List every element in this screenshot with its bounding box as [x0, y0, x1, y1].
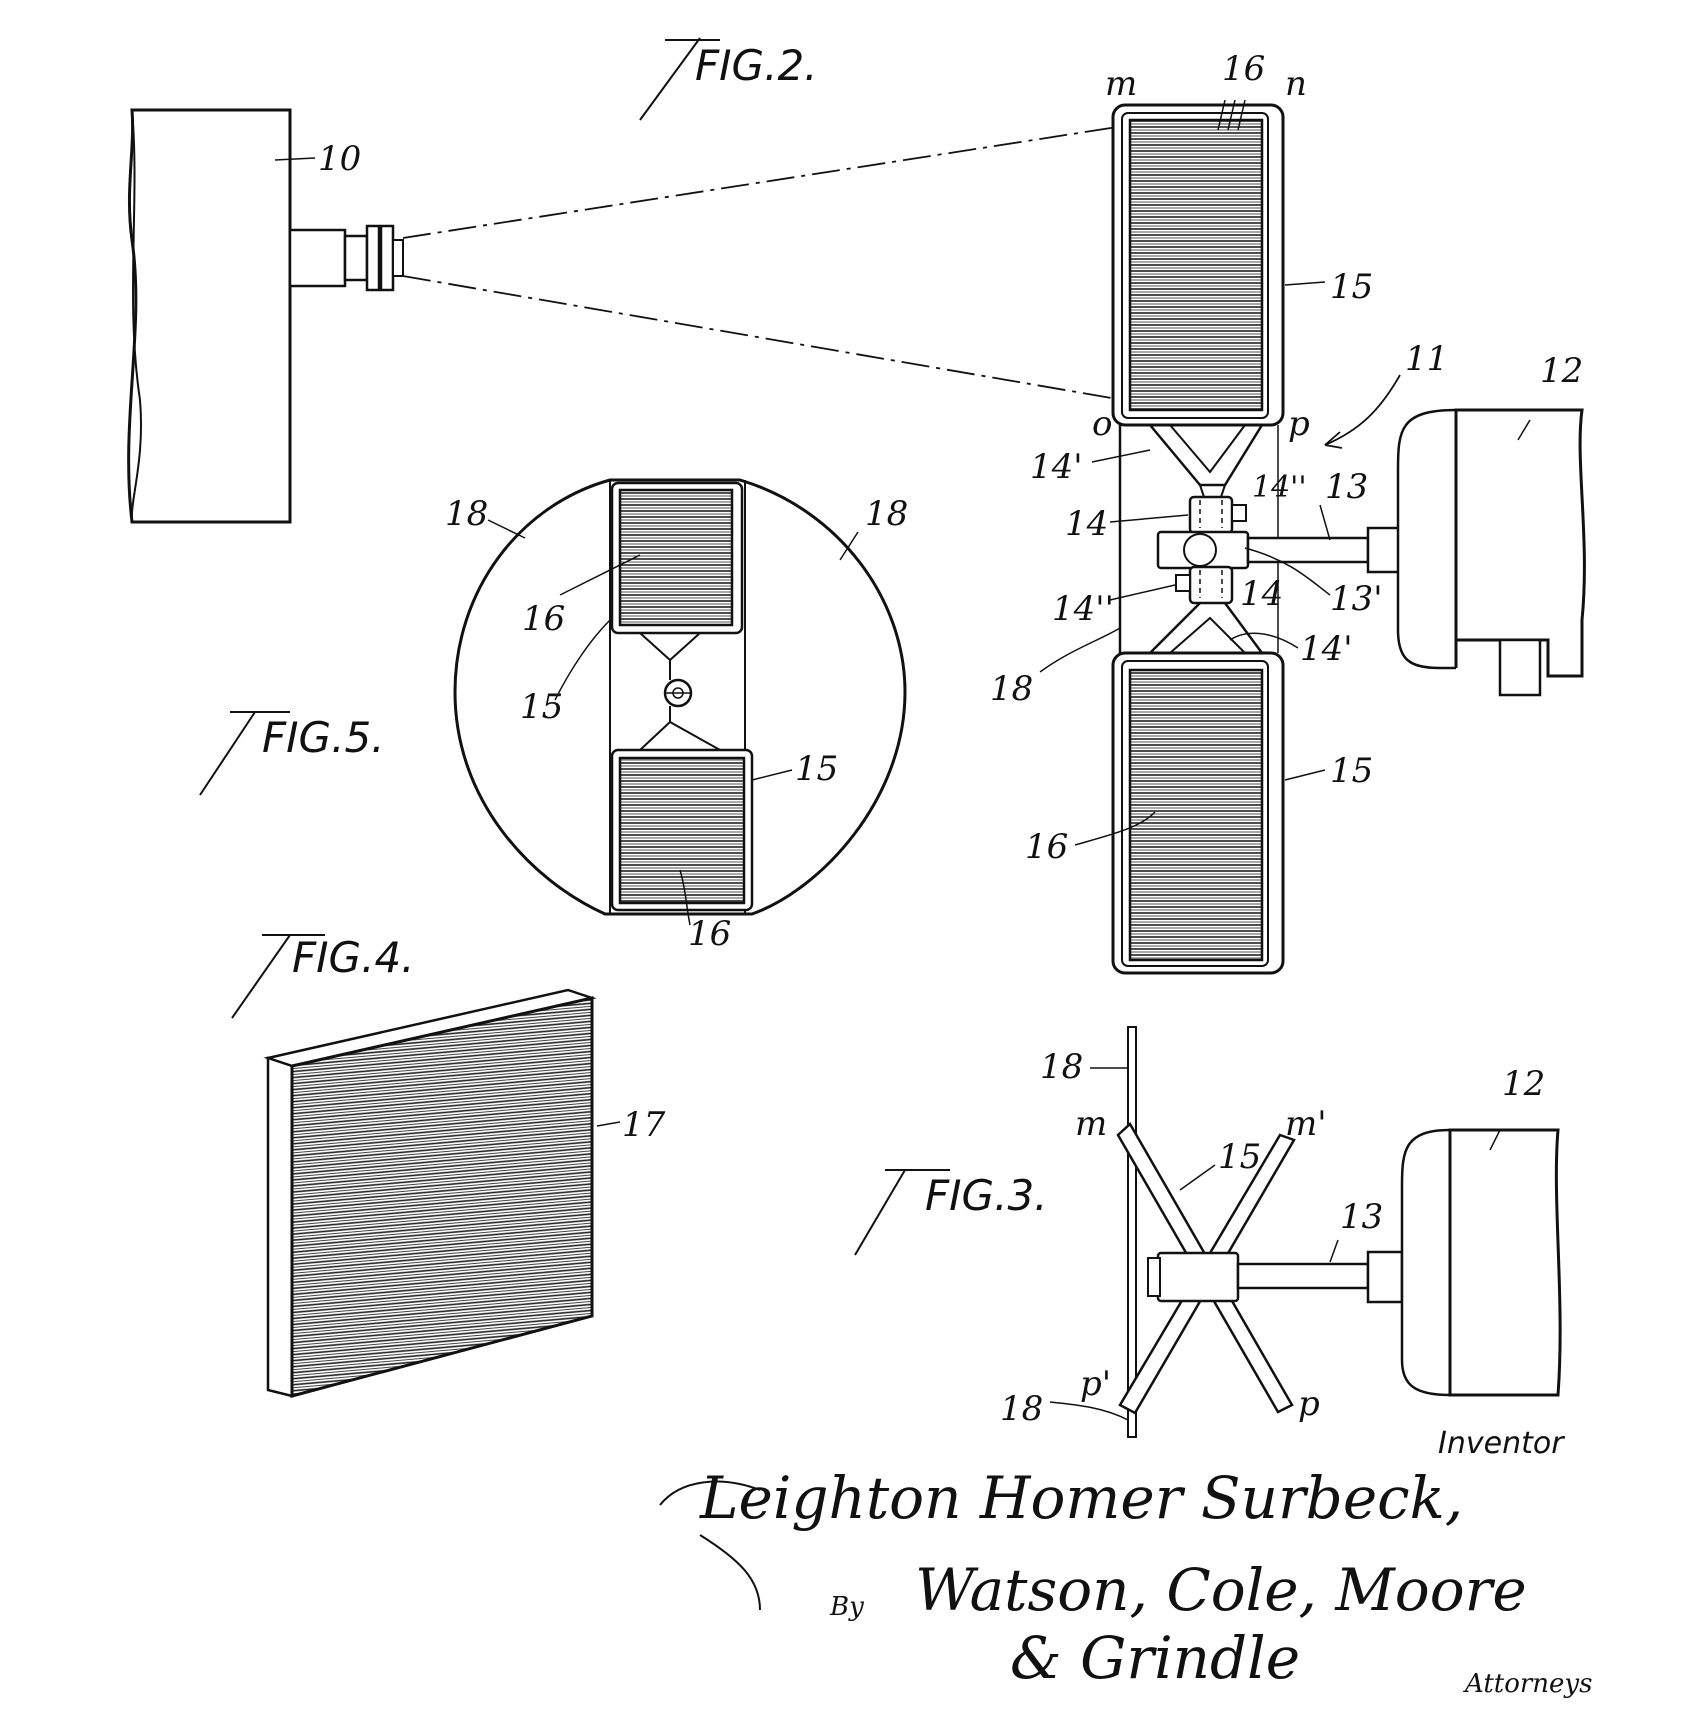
fig4-title: FIG.4. — [231, 933, 415, 1019]
label-18-fig2: 18 — [990, 669, 1033, 709]
figure-3: FIG.3. 18 m m' 15 12 13 p' p 18 — [854, 1026, 1562, 1438]
label-18-fig3-top: 18 — [1040, 1047, 1083, 1087]
label-12-fig3: 12 — [1502, 1064, 1545, 1104]
fig2-label: FIG.2. — [695, 41, 818, 90]
hub-assembly — [1156, 495, 1250, 605]
label-12-fig2: 12 — [1540, 351, 1583, 391]
label-18-fig5-right: 18 — [865, 494, 908, 534]
label-16-bot: 16 — [1025, 827, 1068, 867]
shaft — [1246, 526, 1402, 574]
by-label: By — [829, 1592, 864, 1622]
label-p-fig3: p — [1298, 1384, 1320, 1424]
label-14-prime-bot: 14' — [1300, 629, 1353, 669]
label-n: n — [1285, 64, 1307, 104]
fig4-label: FIG.4. — [292, 933, 415, 982]
label-15-fig3: 15 — [1218, 1137, 1261, 1177]
lower-screen — [1111, 651, 1285, 975]
label-13-prime: 13' — [1330, 579, 1383, 619]
attorneys-signature-line2: & Grindle — [1010, 1624, 1300, 1692]
attorneys-signature-line1: Watson, Cole, Moore — [915, 1556, 1527, 1624]
label-16-fig5-bot: 16 — [688, 914, 731, 954]
label-10: 10 — [318, 139, 361, 179]
label-14-prime-top: 14' — [1030, 447, 1083, 487]
attorneys-label: Attorneys — [1463, 1669, 1592, 1699]
figure-5: 18 18 16 15 15 16 FIG.5. — [199, 478, 908, 954]
fig3-title: FIG.3. — [854, 1169, 1048, 1256]
label-p-prime-fig3: p' — [1080, 1364, 1111, 1404]
inventor-label: Inventor — [1438, 1426, 1565, 1461]
label-11: 11 — [1405, 339, 1448, 379]
label-13-fig2: 13 — [1325, 467, 1368, 507]
lower-bracket — [1149, 602, 1264, 654]
projector-body — [127, 108, 404, 524]
figure-4: FIG.4. 17 — [231, 933, 666, 1398]
fig2-title: FIG.2. — [639, 37, 818, 121]
fig5-title: FIG.5. — [199, 711, 385, 796]
label-p: p — [1288, 404, 1310, 444]
signature-block: Inventor Leighton Homer Surbeck, By Wats… — [659, 1426, 1592, 1699]
label-m-fig3: m — [1075, 1104, 1107, 1144]
label-o: o — [1092, 404, 1112, 444]
label-16-fig5-top: 16 — [522, 599, 565, 639]
label-15-top: 15 — [1330, 267, 1373, 307]
fig5-label: FIG.5. — [262, 713, 385, 762]
label-14-top: 14 — [1065, 504, 1108, 544]
label-15-fig5-left: 15 — [520, 687, 563, 727]
label-18-fig3-bot: 18 — [1000, 1389, 1043, 1429]
label-13-fig3: 13 — [1340, 1197, 1383, 1237]
fig3-label: FIG.3. — [925, 1171, 1048, 1220]
label-15-bot: 15 — [1330, 751, 1373, 791]
label-18-fig5-left: 18 — [445, 494, 488, 534]
inventor-signature: Leighton Homer Surbeck, — [699, 1464, 1463, 1532]
label-15-fig5-right: 15 — [795, 749, 838, 789]
motor-body — [1396, 408, 1586, 697]
label-m: m — [1105, 64, 1137, 104]
label-14-dprime-top: 14'' — [1252, 470, 1307, 505]
projection-rays — [402, 124, 1131, 401]
label-14-dprime-bot: 14'' — [1052, 589, 1114, 629]
label-m-prime-fig3: m' — [1285, 1104, 1327, 1144]
label-16-top: 16 — [1222, 49, 1265, 89]
figure-2: FIG.2. 10 — [127, 37, 1586, 975]
label-17: 17 — [622, 1105, 666, 1145]
label-14-bot: 14 — [1240, 574, 1283, 614]
upper-bracket — [1149, 424, 1264, 501]
upper-screen — [1111, 103, 1285, 427]
